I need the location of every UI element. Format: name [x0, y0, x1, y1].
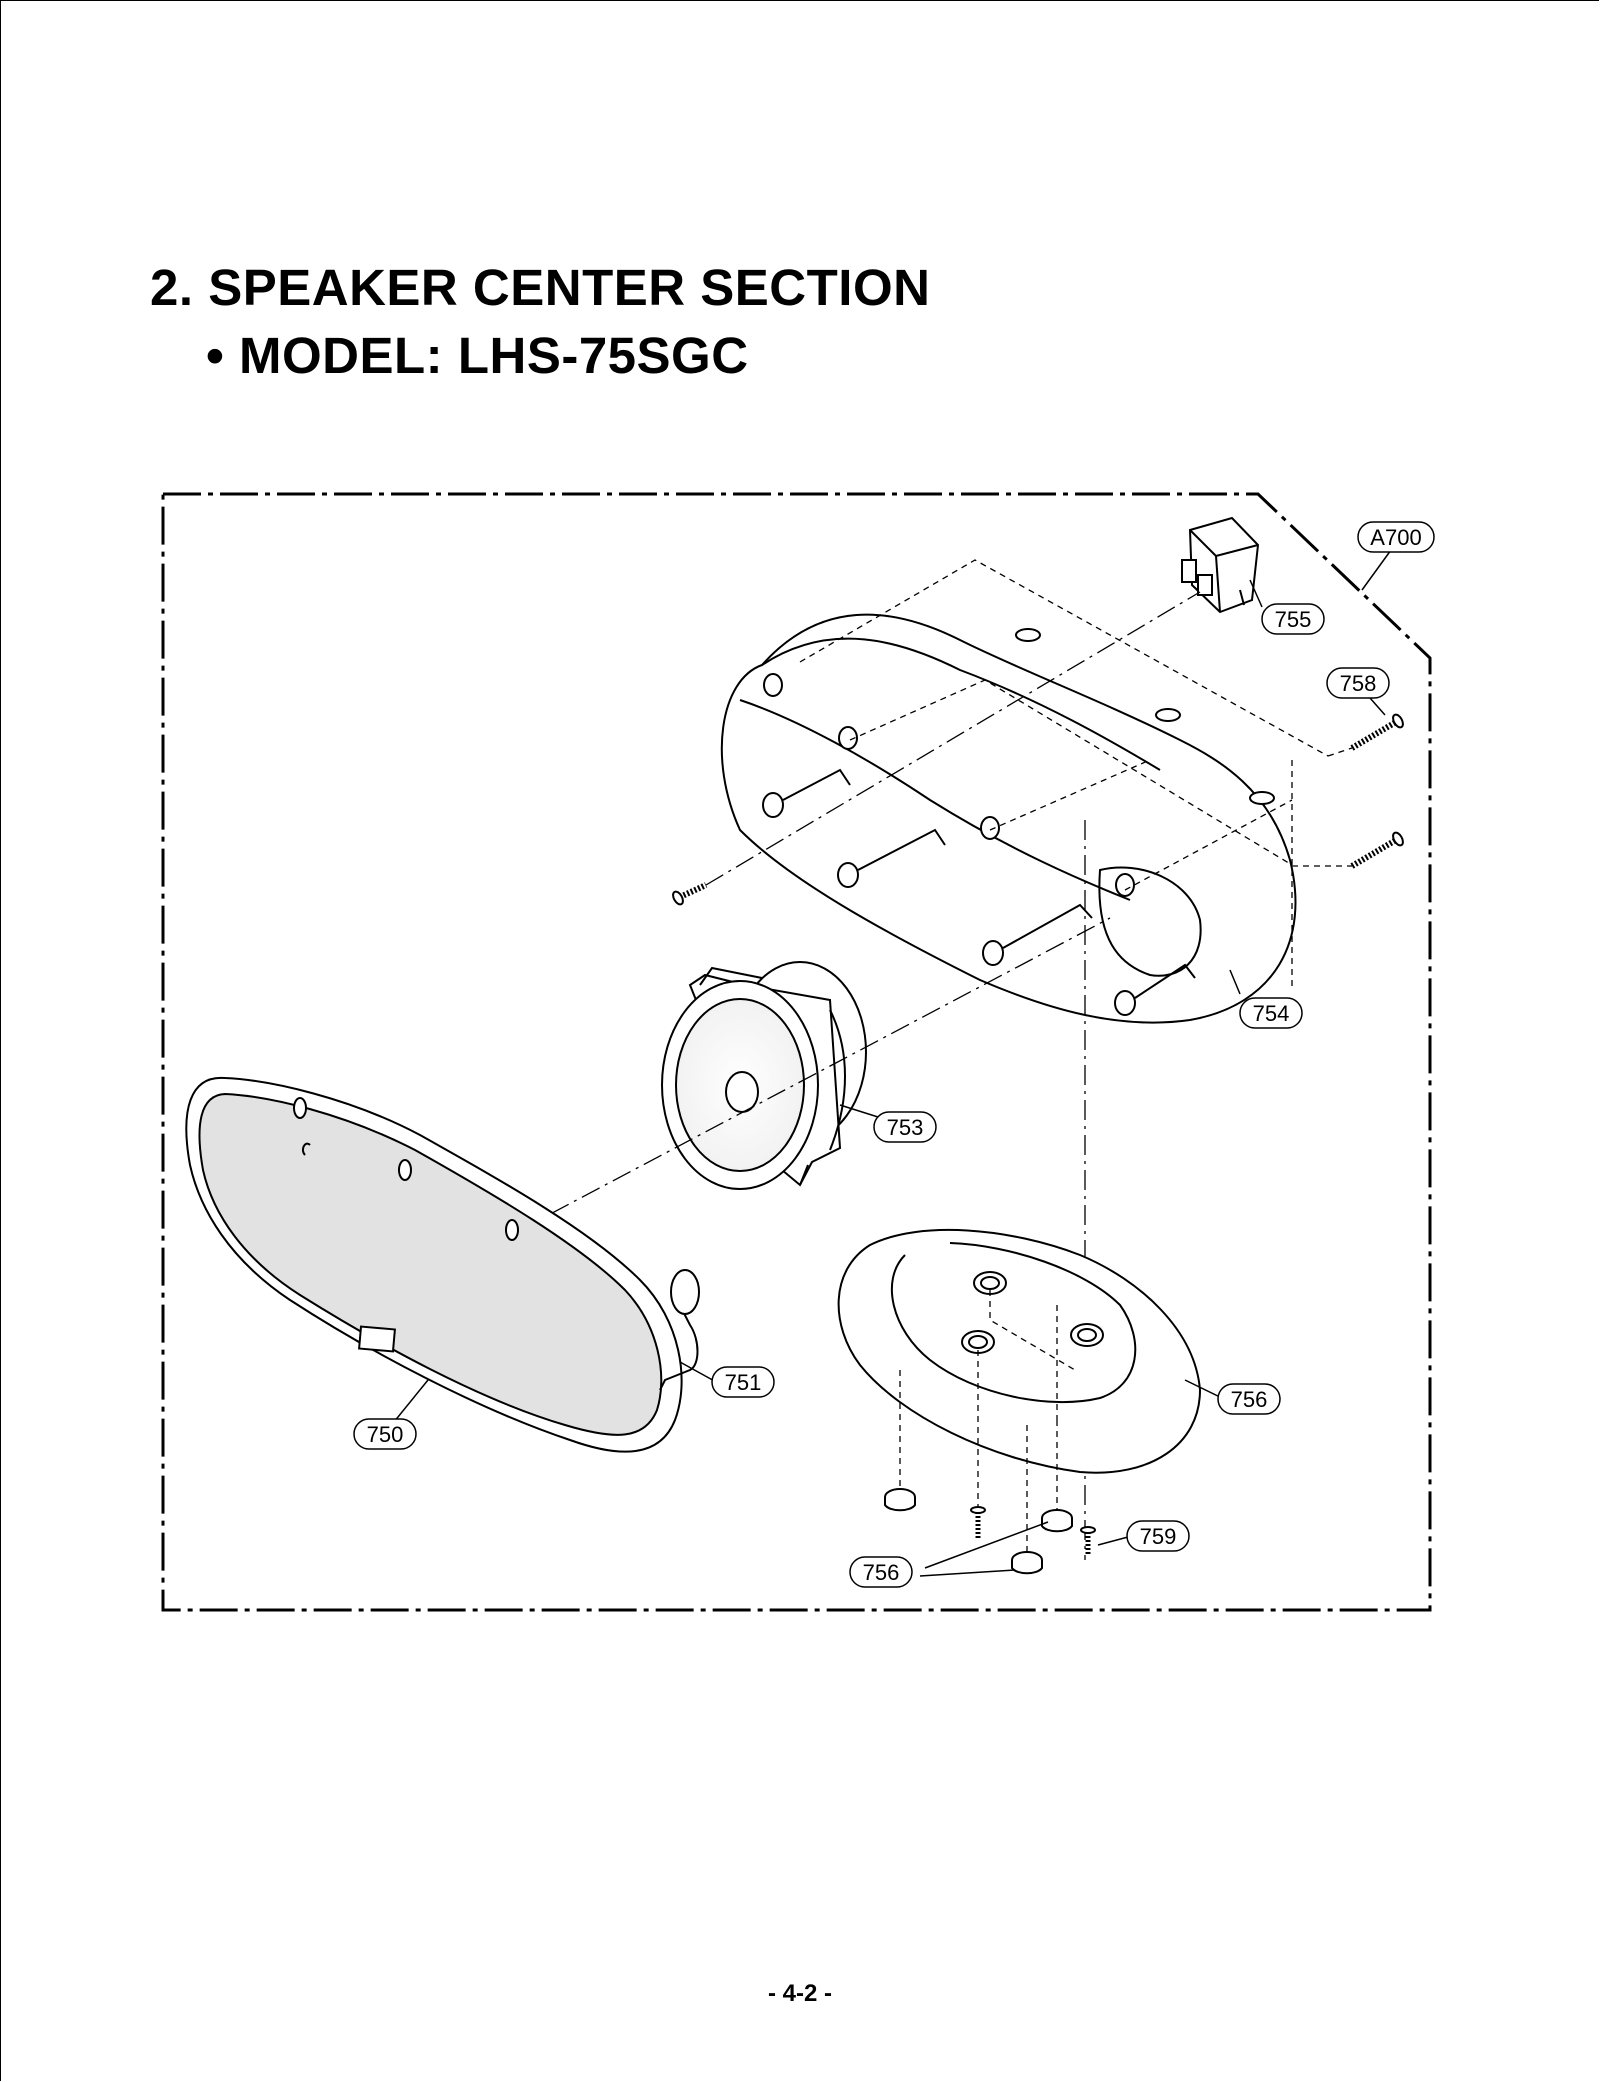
svg-text:755: 755 — [1275, 607, 1312, 632]
758-leader — [1369, 697, 1386, 716]
a700-leader — [1361, 549, 1392, 591]
callout-753: 753 — [873, 1111, 937, 1143]
callout-751: 751 — [711, 1366, 775, 1398]
svg-text:759: 759 — [1140, 1524, 1177, 1549]
callout-755: 755 — [1261, 603, 1325, 635]
svg-text:756: 756 — [1231, 1387, 1268, 1412]
small-screw-left — [672, 882, 708, 906]
cabinet-mount-bosses — [762, 673, 1196, 1016]
bottom-plate-guides — [899, 1290, 1076, 1552]
section-title: 2. SPEAKER CENTER SECTION — [150, 259, 931, 316]
svg-text:754: 754 — [1253, 1001, 1290, 1026]
assembly-frame — [161, 492, 1432, 1612]
svg-text:753: 753 — [887, 1115, 924, 1140]
speaker-cabinet-part — [720, 613, 1297, 1024]
cabinet-guide-lines — [799, 559, 1329, 990]
callout-a700: A700 — [1357, 521, 1435, 553]
callout-756-feet: 756 — [849, 1556, 913, 1588]
callout-758: 758 — [1326, 667, 1390, 699]
svg-text:758: 758 — [1340, 671, 1377, 696]
speaker-driver-part — [661, 961, 867, 1190]
page-number: - 4-2 - — [767, 1980, 832, 2007]
svg-text:756: 756 — [863, 1560, 900, 1585]
plate-screws — [970, 1506, 1096, 1556]
cabinet-screws-part — [1350, 713, 1404, 869]
callout-754: 754 — [1239, 997, 1303, 1029]
callout-759: 759 — [1126, 1520, 1190, 1552]
svg-text:750: 750 — [367, 1422, 404, 1447]
model-subtitle: • MODEL: LHS-75SGC — [206, 327, 749, 384]
callout-756-plate: 756 — [1217, 1383, 1281, 1415]
bottom-plate-part — [837, 1228, 1202, 1474]
callout-750: 750 — [353, 1418, 417, 1450]
driver-center-axis — [519, 917, 1111, 1231]
svg-text:751: 751 — [725, 1370, 762, 1395]
svg-text:A700: A700 — [1370, 525, 1421, 550]
connector-terminal-part — [1181, 516, 1260, 614]
rubber-feet — [884, 1488, 1073, 1575]
front-baffle-part — [185, 1076, 700, 1453]
